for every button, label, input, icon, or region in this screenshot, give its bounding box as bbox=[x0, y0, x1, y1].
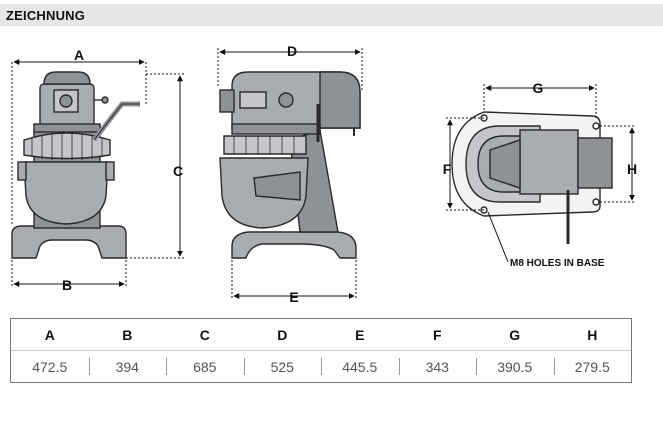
table-cell: 279.5 bbox=[553, 351, 632, 382]
label-h: H bbox=[627, 161, 637, 177]
table-header-cell: A bbox=[44, 326, 55, 343]
side-view bbox=[219, 71, 361, 259]
dimension-lines bbox=[11, 48, 636, 300]
label-f: F bbox=[443, 161, 452, 177]
table-header-cell: H bbox=[587, 326, 598, 343]
table-cell: 343 bbox=[398, 351, 477, 382]
table-row: 472.5 394 685 525 445.5 343 390.5 279.5 bbox=[11, 351, 631, 382]
table-cell: 685 bbox=[166, 351, 244, 382]
table-header-cell: B bbox=[122, 326, 133, 343]
table-header-row: A B C D E F G H bbox=[11, 319, 631, 351]
table-header-cell: G bbox=[509, 326, 521, 343]
technical-drawing: A C B D E G F H M8 HOLES IN BASE bbox=[11, 43, 637, 305]
top-view bbox=[451, 111, 613, 244]
label-e: E bbox=[289, 289, 298, 305]
table-cell: 445.5 bbox=[321, 351, 399, 382]
section-header: ZEICHNUNG bbox=[0, 4, 663, 26]
table-cell: 394 bbox=[88, 351, 167, 382]
table-header-cell: C bbox=[199, 326, 210, 343]
table-header-cell: E bbox=[355, 326, 365, 343]
table-cell: 525 bbox=[243, 351, 322, 382]
note-m8-holes: M8 HOLES IN BASE bbox=[510, 258, 605, 269]
table-cell: 472.5 bbox=[32, 358, 68, 375]
label-b: B bbox=[62, 277, 72, 293]
table-header-cell: F bbox=[432, 326, 442, 343]
dimensions-table: A B C D E F G H 472.5 394 685 525 445.5 … bbox=[10, 318, 632, 383]
table-header-cell: D bbox=[277, 326, 288, 343]
label-g: G bbox=[533, 80, 544, 96]
front-view bbox=[11, 71, 140, 259]
label-a: A bbox=[74, 47, 84, 63]
section-title: ZEICHNUNG bbox=[6, 8, 86, 23]
label-d: D bbox=[287, 43, 297, 59]
label-c: C bbox=[173, 163, 183, 179]
table-cell: 390.5 bbox=[476, 351, 554, 382]
